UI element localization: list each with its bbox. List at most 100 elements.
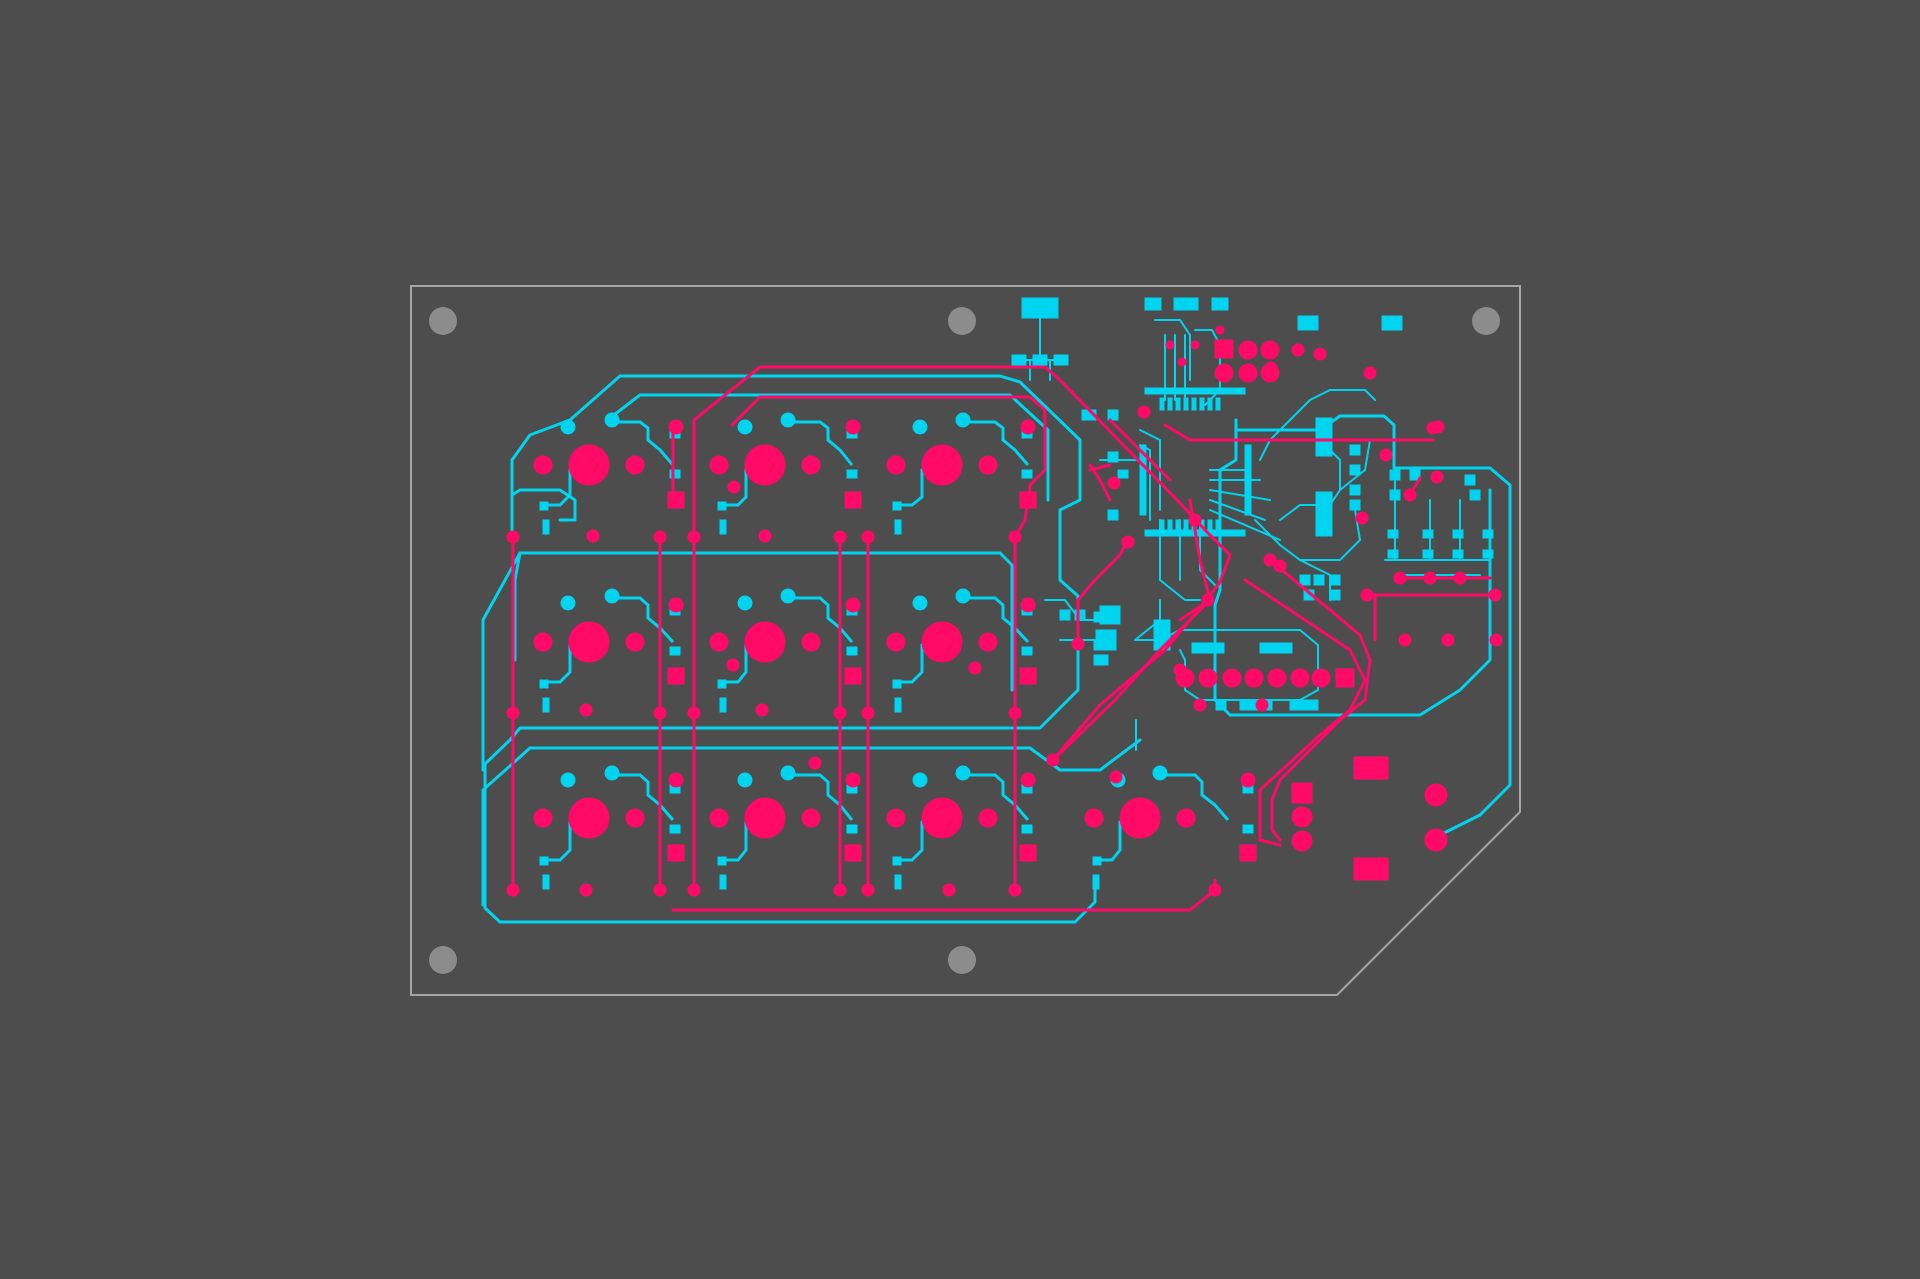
smd-pad[interactable] xyxy=(1173,297,1199,311)
switch-pad[interactable] xyxy=(737,595,753,611)
smd-pad[interactable] xyxy=(1289,699,1319,711)
smd-pad[interactable] xyxy=(1297,315,1319,331)
smd-pad[interactable] xyxy=(1329,589,1341,601)
header-pad[interactable] xyxy=(1238,340,1258,360)
button-pad[interactable] xyxy=(1353,756,1389,780)
switch-pad[interactable] xyxy=(604,412,620,428)
board-outline xyxy=(410,285,1521,996)
switch-pad[interactable] xyxy=(604,765,620,781)
bottom-diagonal-traces xyxy=(1051,463,1212,762)
mounting-hole[interactable] xyxy=(429,946,457,974)
key-switch[interactable] xyxy=(568,797,610,839)
switch-pad[interactable] xyxy=(780,412,796,428)
smd-pad[interactable] xyxy=(1381,315,1403,331)
switch-pad[interactable] xyxy=(955,412,971,428)
smd-pad[interactable] xyxy=(1313,574,1325,586)
smd-pad[interactable] xyxy=(1349,499,1361,511)
smd-pad[interactable] xyxy=(1074,609,1086,621)
smd-pad[interactable] xyxy=(1299,574,1311,586)
smd-pad[interactable] xyxy=(1053,354,1069,366)
key-switch[interactable] xyxy=(921,797,963,839)
smd-pad[interactable] xyxy=(1349,444,1361,456)
top-ground-ring xyxy=(483,374,1097,924)
key-switch[interactable] xyxy=(568,444,610,486)
smd-pad[interactable] xyxy=(1107,509,1119,521)
header-pad[interactable] xyxy=(1175,668,1195,688)
header-pad[interactable] xyxy=(1291,806,1313,828)
top-copper-layer xyxy=(481,297,1512,924)
button-pad[interactable] xyxy=(1424,828,1448,852)
smd-pad[interactable] xyxy=(1191,642,1225,654)
switch-pad[interactable] xyxy=(737,772,753,788)
bottom-copper-layer xyxy=(506,325,1503,912)
mounting-hole[interactable] xyxy=(948,946,976,974)
switch-pad[interactable] xyxy=(912,419,928,435)
smd-pad[interactable] xyxy=(1011,354,1027,366)
smd-pad[interactable] xyxy=(1093,639,1109,651)
smd-pad[interactable] xyxy=(1117,469,1129,479)
key-switch[interactable] xyxy=(568,621,610,663)
header-pad[interactable] xyxy=(1222,668,1242,688)
switch-pad[interactable] xyxy=(560,595,576,611)
header-pad[interactable] xyxy=(1290,668,1310,688)
key-switch[interactable] xyxy=(921,621,963,663)
header-pad[interactable] xyxy=(1311,668,1331,688)
header-pad[interactable] xyxy=(1260,340,1280,360)
tactile-button xyxy=(1353,756,1448,881)
smd-pad[interactable] xyxy=(1349,464,1361,476)
header-pad[interactable] xyxy=(1267,668,1287,688)
switch-pad[interactable] xyxy=(737,419,753,435)
switch-pad[interactable] xyxy=(560,772,576,788)
switch-pad[interactable] xyxy=(780,588,796,604)
usb-connector-pad[interactable] xyxy=(1021,297,1059,319)
key-switch[interactable] xyxy=(744,797,786,839)
switch-pad[interactable] xyxy=(955,588,971,604)
mounting-hole[interactable] xyxy=(948,307,976,335)
switch-pad[interactable] xyxy=(780,765,796,781)
header-pad[interactable] xyxy=(1198,668,1218,688)
switch-pad[interactable] xyxy=(560,419,576,435)
header-pad[interactable] xyxy=(1335,668,1355,688)
header-pad[interactable] xyxy=(1260,363,1280,383)
key-switch[interactable] xyxy=(1119,797,1161,839)
smd-pad[interactable] xyxy=(1211,297,1229,311)
bottom-led-traces xyxy=(1363,476,1497,642)
header-pad[interactable] xyxy=(1238,363,1258,383)
smd-pad[interactable] xyxy=(1093,654,1109,666)
switch-pad[interactable] xyxy=(1152,765,1168,781)
smd-pad[interactable] xyxy=(1215,699,1227,711)
smd-pad[interactable] xyxy=(1032,354,1048,366)
crystal-pad[interactable] xyxy=(1315,491,1333,537)
smd-pad[interactable] xyxy=(1259,642,1293,654)
smd-pad[interactable] xyxy=(1093,611,1109,623)
header-pad[interactable] xyxy=(1291,830,1313,852)
vias xyxy=(506,343,1503,897)
bottom-diode-pads xyxy=(667,419,1257,862)
smd-pad[interactable] xyxy=(1107,409,1119,421)
top-mcu-fanout xyxy=(1099,389,1376,601)
mounting-hole[interactable] xyxy=(1472,307,1500,335)
header-pad[interactable] xyxy=(1214,339,1234,359)
key-switch[interactable] xyxy=(744,621,786,663)
header-pad[interactable] xyxy=(1244,668,1264,688)
smd-pad[interactable] xyxy=(1349,484,1361,496)
header-pad[interactable] xyxy=(1214,363,1234,383)
usb-header-pads xyxy=(1165,325,1280,383)
button-pad[interactable] xyxy=(1424,783,1448,807)
mounting-hole[interactable] xyxy=(429,307,457,335)
key-switch[interactable] xyxy=(921,444,963,486)
top-row-ring-2 xyxy=(481,551,1014,772)
switch-pad[interactable] xyxy=(912,595,928,611)
smd-pad[interactable] xyxy=(1107,451,1119,463)
smd-pad[interactable] xyxy=(1144,297,1162,311)
smd-pad[interactable] xyxy=(1059,609,1071,621)
switch-pad[interactable] xyxy=(604,588,620,604)
crystal-pad[interactable] xyxy=(1315,417,1333,457)
header-pad[interactable] xyxy=(1291,782,1313,804)
bottom-usb-traces xyxy=(1088,418,1435,847)
smd-pad[interactable] xyxy=(1329,574,1341,586)
switch-pad[interactable] xyxy=(912,772,928,788)
key-switch[interactable] xyxy=(744,444,786,486)
button-pad[interactable] xyxy=(1353,857,1389,881)
switch-pad[interactable] xyxy=(955,765,971,781)
